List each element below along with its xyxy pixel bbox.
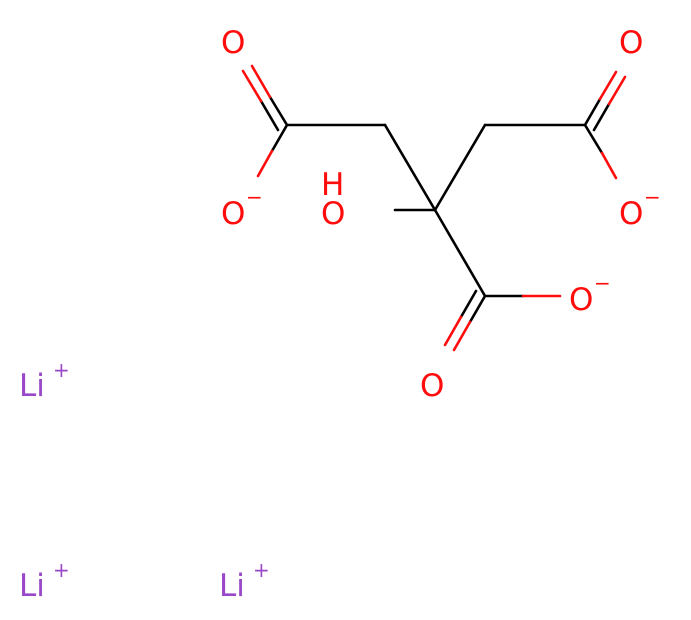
bond-b-double-a: [468, 294, 487, 324]
bond-tl-single: [270, 123, 289, 153]
atom-o-top-right-minus: O: [619, 196, 643, 232]
bond-tl-double-a-o: [250, 64, 272, 99]
charge-o-top-left-minus: −: [246, 185, 263, 209]
bond-tr-double-a: [583, 97, 602, 127]
bond-tl-double-b-o: [241, 69, 263, 103]
atom-hydroxyl-o: O: [321, 196, 345, 232]
bond-b-double-b-o: [443, 315, 463, 347]
oxygen-atoms: O O − H O O O − O − O: [221, 25, 661, 404]
charge-o-top-right-minus: −: [644, 185, 661, 209]
bond-center-ch2-right: [433, 123, 487, 212]
bond-b-double-a-o: [452, 320, 472, 352]
bond-tr-single-o: [600, 151, 618, 180]
atom-o-top-right-double: O: [619, 25, 643, 61]
bond-ch2-center-left: [383, 123, 437, 212]
atom-li-1: Li: [19, 368, 45, 404]
bond-tl-double-a: [268, 95, 289, 127]
charge-li-1: +: [53, 358, 70, 382]
lithium-ions: Li + Li + Li +: [19, 358, 270, 604]
atom-li-3: Li: [219, 568, 245, 604]
carbon-bonds: [285, 123, 587, 298]
atom-o-mid-right-minus: O: [569, 282, 593, 318]
bond-tr-double-b-o: [607, 75, 627, 106]
charge-o-mid-right-minus: −: [594, 271, 611, 295]
atom-o-top-left-double: O: [221, 25, 245, 61]
bond-tl-single-o: [256, 149, 274, 178]
bond-tr-double-a-o: [598, 70, 618, 101]
atom-o-bottom-double: O: [420, 368, 444, 404]
co-bonds: [241, 64, 627, 352]
bond-tl-double-b: [259, 99, 280, 132]
atom-li-2: Li: [19, 568, 45, 604]
charge-li-3: +: [253, 558, 270, 582]
atom-o-top-left-minus: O: [221, 196, 245, 232]
atom-hydroxyl-h: H: [321, 167, 344, 203]
bond-tr-single: [583, 123, 604, 155]
bond-tr-double-b: [592, 102, 611, 132]
bond-center-c-bottom: [433, 208, 487, 298]
charge-li-2: +: [53, 558, 70, 582]
bond-b-double-b: [459, 289, 478, 319]
